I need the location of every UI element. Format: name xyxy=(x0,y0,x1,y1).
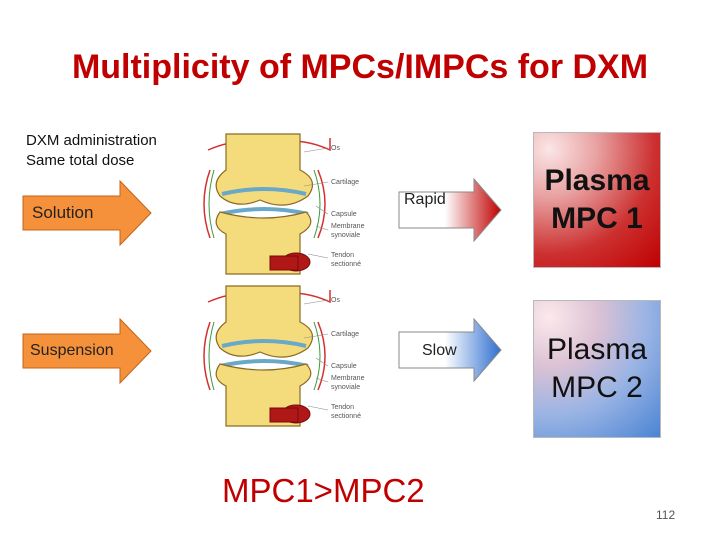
joint-label-membrane: Membrane xyxy=(331,375,365,382)
slow-arrow-shape xyxy=(398,318,502,382)
slow-label: Slow xyxy=(422,342,457,359)
intro-text: DXM administration Same total dose xyxy=(26,131,157,171)
plasma-mpc2-line1: Plasma xyxy=(546,333,648,366)
suspension-arrow-label: Suspension xyxy=(30,342,114,359)
slide-title: Multiplicity of MPCs/IMPCs for DXM xyxy=(71,48,649,86)
page-number: 112 xyxy=(656,508,676,522)
joint-label-os: Os xyxy=(331,297,340,304)
joint-label-sectionne: sectionné xyxy=(331,261,361,268)
joint-label-tendon: Tendon xyxy=(331,404,354,411)
joint-label-capsule: Capsule xyxy=(331,211,357,218)
joint-label-os: Os xyxy=(331,145,340,152)
solution-arrow-shape xyxy=(22,180,152,246)
solution-arrow: Solution xyxy=(22,180,152,246)
knee-joint-icon: Os Cartilage Capsule Membrane synoviale … xyxy=(203,285,365,427)
knee-joint-icon: Os Cartilage Capsule Membrane synoviale … xyxy=(203,133,365,275)
plasma-mpc2-line2: MPC 2 xyxy=(551,371,643,404)
plasma-mpc1-line2: MPC 1 xyxy=(551,202,643,235)
joint-illustration-bottom: Os Cartilage Capsule Membrane synoviale … xyxy=(200,282,380,430)
rapid-arrow xyxy=(398,178,502,242)
solution-arrow-label: Solution xyxy=(32,203,94,222)
joint-label-cartilage: Cartilage xyxy=(331,331,359,338)
joint-illustration-top: Os Cartilage Capsule Membrane synoviale … xyxy=(200,130,380,278)
joint-label-membrane: Membrane xyxy=(331,223,365,230)
intro-line-1: DXM administration xyxy=(26,132,157,149)
suspension-arrow-shape xyxy=(22,318,152,384)
joint-label-synoviale: synoviale xyxy=(331,232,360,239)
plasma-mpc2-box: Plasma MPC 2 xyxy=(533,300,661,438)
suspension-arrow: Suspension xyxy=(22,318,152,384)
plasma-mpc1-box: Plasma MPC 1 xyxy=(533,132,661,268)
joint-label-tendon: Tendon xyxy=(331,252,354,259)
rapid-label: Rapid xyxy=(404,191,446,208)
intro-line-2: Same total dose xyxy=(26,152,135,169)
conclusion-text: MPC1>MPC2 xyxy=(222,472,425,509)
rapid-arrow-shape xyxy=(398,178,502,242)
joint-label-synoviale: synoviale xyxy=(331,384,360,391)
plasma-mpc1-line1: Plasma xyxy=(544,164,650,197)
joint-label-cartilage: Cartilage xyxy=(331,179,359,186)
slow-arrow xyxy=(398,318,502,382)
joint-label-capsule: Capsule xyxy=(331,363,357,370)
joint-label-sectionne: sectionné xyxy=(331,413,361,420)
